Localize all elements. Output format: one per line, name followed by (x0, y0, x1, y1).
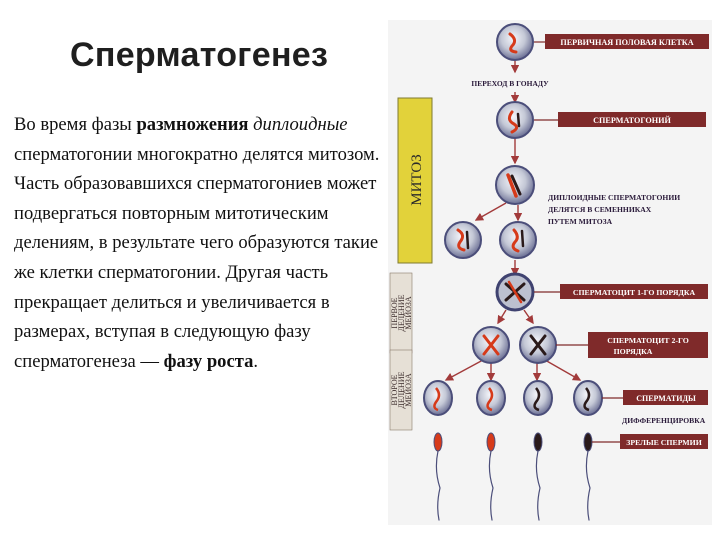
mitosis-bar (397, 97, 433, 264)
lineage-arrows (444, 61, 582, 382)
spermatid-1 (423, 380, 453, 416)
label-spermatocyte2-line1: СПЕРМАТОЦИТ 2-ГО (607, 336, 689, 345)
spermatid-cells (423, 380, 603, 416)
italic-term-diploid: диплоидные (253, 114, 348, 135)
arrow (444, 359, 484, 381)
label-primary-cell: ПЕРВИЧНАЯ ПОЛОВАЯ КЛЕТКА (560, 38, 693, 47)
text-segment: сперматогонии многократно делятся митозо… (14, 143, 380, 372)
label-differentiation: ДИФФЕРЕНЦИРОВКА (622, 416, 706, 425)
spermatogenesis-diagram: МИТОЗ ПЕРВОЕ ДЕЛЕНИЕ МЕЙОЗА ВТОРОЕ ДЕЛЕН… (388, 20, 712, 525)
label-box-spermatogonium (558, 112, 706, 127)
slide-title: Сперматогенез (70, 36, 329, 74)
label-spermatids: СПЕРМАТИДЫ (636, 394, 696, 403)
bold-term-growth-phase: фазу роста (163, 350, 254, 372)
label-diploid-line3: ПУТЕМ МИТОЗА (548, 217, 613, 226)
sperm-2 (486, 432, 496, 521)
text-segment: . (253, 350, 259, 372)
label-box-spermatocyte1 (560, 284, 708, 299)
cell-spermatocyte-2-left (472, 326, 510, 364)
cell-spermatogonium (496, 101, 534, 139)
cell-spermatocyte-2-right (519, 326, 557, 364)
body-paragraph: Во время фазы размножения диплоидные спе… (14, 110, 386, 376)
label-transition: ПЕРЕХОД В ГОНАДУ (471, 79, 549, 88)
label-box-mature (620, 434, 708, 449)
meiosis2-label-line2: ДЕЛЕНИЕ (397, 371, 406, 408)
arrow (497, 309, 507, 325)
sperm-4 (583, 432, 593, 521)
label-spermatocyte1: СПЕРМАТОЦИТ 1-ГО ПОРЯДКА (573, 288, 696, 297)
cell-daughter-left (444, 221, 482, 259)
meiosis1-label-line1: ПЕРВОЕ (390, 297, 399, 328)
mature-sperm (433, 432, 593, 521)
label-box-spermatocyte2 (588, 332, 708, 358)
label-diploid-line1: ДИПЛОИДНЫЕ СПЕРМАТОГОНИИ (548, 193, 680, 202)
sperm-1 (433, 432, 443, 521)
text-segment: Во время фазы (14, 114, 137, 135)
label-spermatocyte2-line2: ПОРЯДКА (614, 347, 653, 356)
meiosis1-label-line3: МЕЙОЗА (404, 296, 413, 330)
label-box-primary (545, 34, 709, 49)
cell-diploid-spermatogonium (495, 165, 535, 205)
label-box-spermatids (623, 390, 708, 405)
spermatid-4 (573, 380, 603, 416)
mitosis-label: МИТОЗ (409, 154, 425, 205)
meiosis2-label-line1: ВТОРОЕ (390, 374, 399, 405)
sperm-3 (533, 432, 543, 521)
meiosis1-label-line2: ДЕЛЕНИЕ (397, 294, 406, 331)
spermatid-2 (476, 380, 506, 416)
cell-primary (496, 23, 534, 61)
spermatid-3 (523, 380, 553, 416)
meiosis2-box (389, 349, 413, 431)
label-diploid-line2: ДЕЛЯТСЯ В СЕМЕННИКАХ (548, 205, 652, 214)
arrow (544, 359, 582, 381)
arrow (474, 202, 507, 221)
cell-spermatocyte-1 (495, 272, 535, 312)
label-spermatogonium: СПЕРМАТОГОНИЙ (593, 116, 671, 125)
label-mature-sperm: ЗРЕЛЫЕ СПЕРМИИ (626, 438, 702, 447)
arrow (523, 309, 534, 325)
cell-daughter-right (499, 221, 537, 259)
bold-term-reproduction: размножения (136, 114, 249, 135)
meiosis2-label-line3: МЕЙОЗА (404, 373, 413, 407)
